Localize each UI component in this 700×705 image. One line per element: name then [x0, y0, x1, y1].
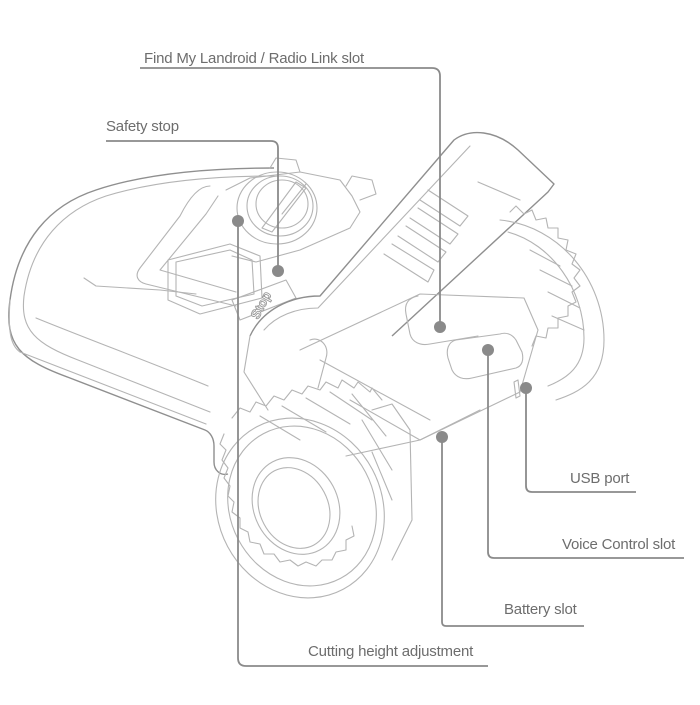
label-cutting-height: Cutting height adjustment — [308, 643, 474, 660]
callout-usb-line — [520, 382, 636, 493]
rear-right-wheel — [499, 205, 605, 401]
stop-stamp: Stop — [247, 289, 274, 322]
label-safety-stop: Safety stop — [106, 118, 179, 135]
rear-deck — [299, 293, 539, 457]
front-left-wheel — [215, 379, 413, 599]
label-find-my-landroid: Find My Landroid / Radio Link slot — [144, 50, 364, 67]
callout-cutting-height-line — [232, 215, 488, 667]
callout-find-my-landroid-line — [140, 67, 446, 333]
label-battery-slot: Battery slot — [504, 601, 577, 618]
callout-battery-line — [436, 431, 584, 627]
label-usb-port: USB port — [570, 470, 630, 487]
mower-body — [8, 167, 275, 476]
label-voice-control: Voice Control slot — [562, 536, 676, 553]
callout-voice-control-line — [482, 344, 684, 559]
carry-handle — [243, 131, 555, 411]
callout-safety-stop-line — [106, 140, 284, 277]
